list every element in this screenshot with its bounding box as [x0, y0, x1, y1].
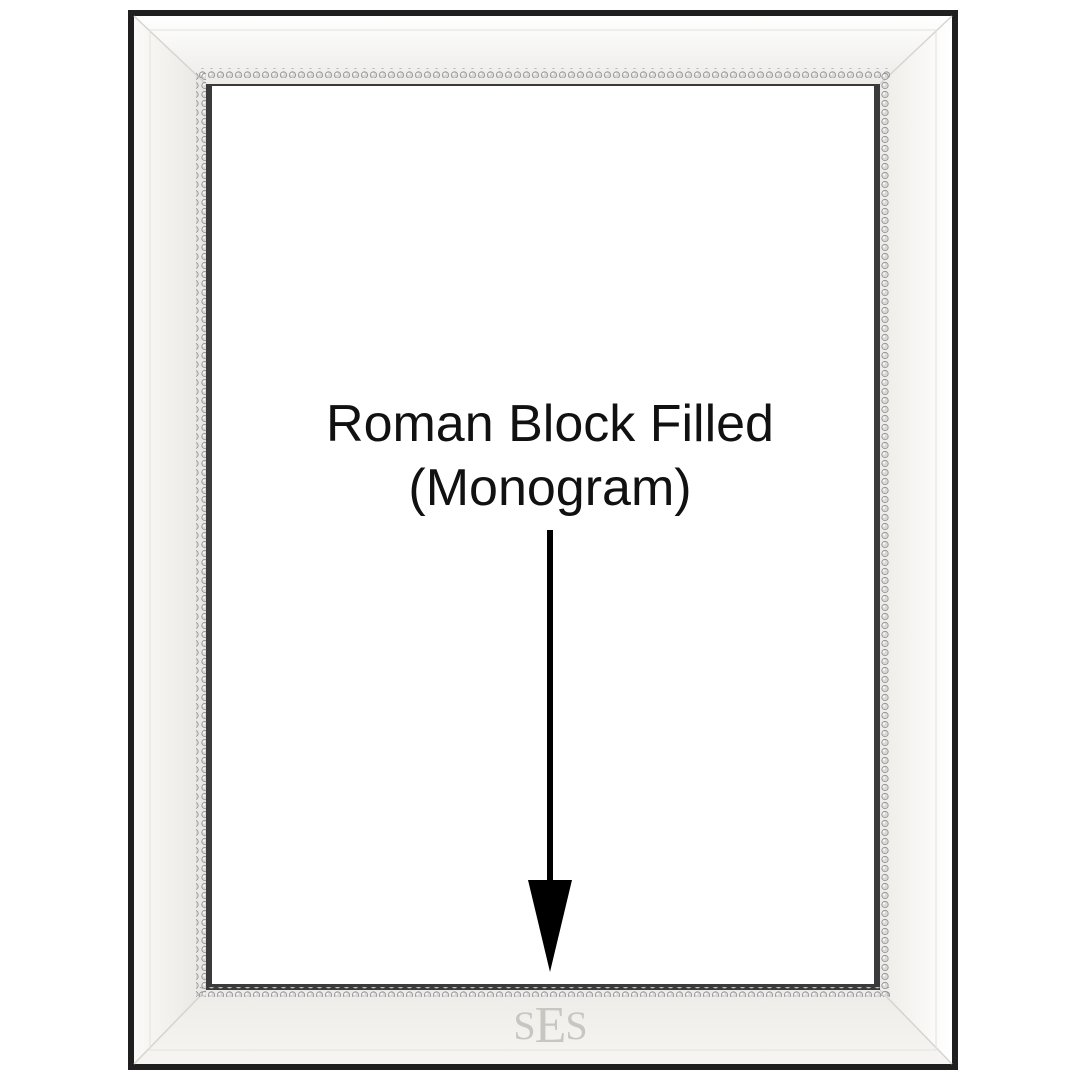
bead-trim-right: [880, 72, 890, 996]
photo-area: [212, 86, 874, 984]
bead-trim-bottom: [196, 987, 890, 997]
bead-trim-left: [196, 72, 206, 996]
monogram-engraving: SES: [490, 998, 610, 1054]
caption-line-2: (Monogram): [408, 459, 692, 517]
monogram-left-initial: S: [513, 1003, 535, 1048]
frame-right-face: [880, 16, 952, 1064]
monogram-right-initial: S: [565, 1003, 587, 1048]
engraving-style-label: Roman Block Filled (Monogram): [240, 392, 860, 520]
monogram-middle-initial: E: [534, 997, 567, 1054]
frame-top-face: [134, 16, 952, 84]
bead-trim-top: [196, 68, 890, 78]
frame-left-face: [134, 16, 206, 1064]
frame-bottom-face: [134, 990, 952, 1064]
arrow-down-icon: [528, 530, 572, 972]
caption-line-1: Roman Block Filled: [326, 395, 774, 453]
